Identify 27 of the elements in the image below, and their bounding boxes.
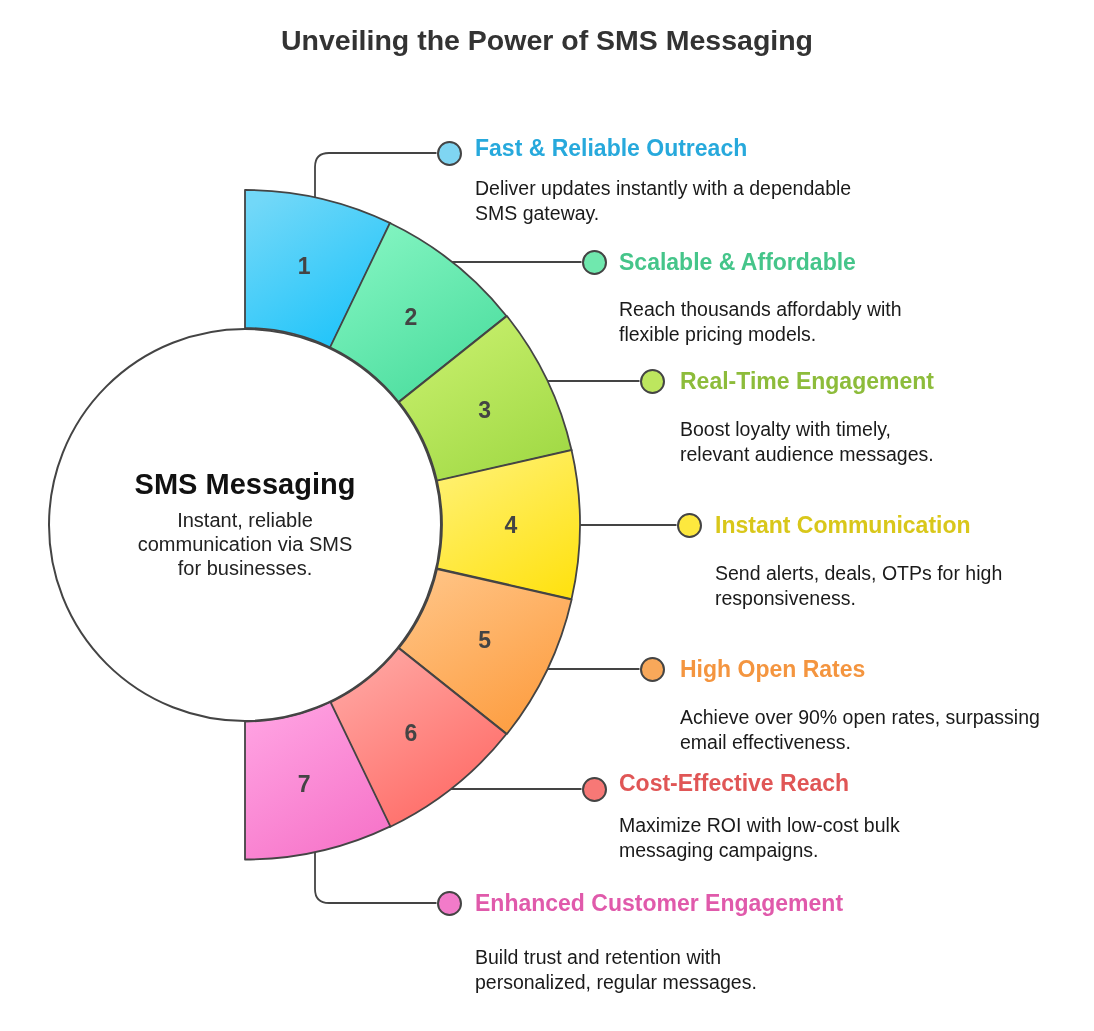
leader-line [314, 152, 438, 200]
hub-description: Instant, reliable communication via SMS for businesses. [136, 508, 354, 580]
feature-heading: Cost-Effective Reach [619, 769, 851, 797]
feature-description: Maximize ROI with low-cost bulk messaging campaigns. [619, 812, 901, 863]
feature-heading: High Open Rates [680, 655, 867, 683]
feature-description: Boost loyalty with timely, relevant audience messages. [680, 416, 935, 467]
feature-description: Reach thousands affordably with flexible pricing models. [619, 296, 903, 347]
segment-number: 6 [404, 719, 418, 746]
segment-number: 1 [297, 252, 311, 279]
segment-number: 7 [297, 771, 311, 798]
feature-heading: Enhanced Customer Engagement [475, 889, 844, 917]
feature-heading: Real-Time Engagement [680, 367, 935, 395]
diagram-title: Unveiling the Power of SMS Messaging [279, 23, 815, 58]
hub-title: SMS Messaging [134, 467, 356, 502]
feature-heading: Fast & Reliable Outreach [475, 134, 749, 162]
segment-number: 3 [478, 396, 492, 423]
leader-line [545, 380, 641, 382]
segment-number: 2 [404, 304, 418, 330]
feature-description: Send alerts, deals, OTPs for high responsiveness. [715, 560, 1004, 611]
feature-description: Achieve over 90% open rates, surpassing email effectiveness. [680, 704, 1041, 755]
feature-description: Deliver updates instantly with a dependable SMS gateway. [475, 175, 853, 226]
feature-description: Build trust and retention with personalized, regular messages. [475, 944, 758, 995]
feature-heading: Instant Communication [715, 511, 972, 539]
leader-line [314, 850, 438, 904]
feature-heading: Scalable & Affordable [619, 248, 857, 276]
segment-number: 5 [478, 627, 492, 654]
segment-number: 4 [504, 512, 518, 538]
